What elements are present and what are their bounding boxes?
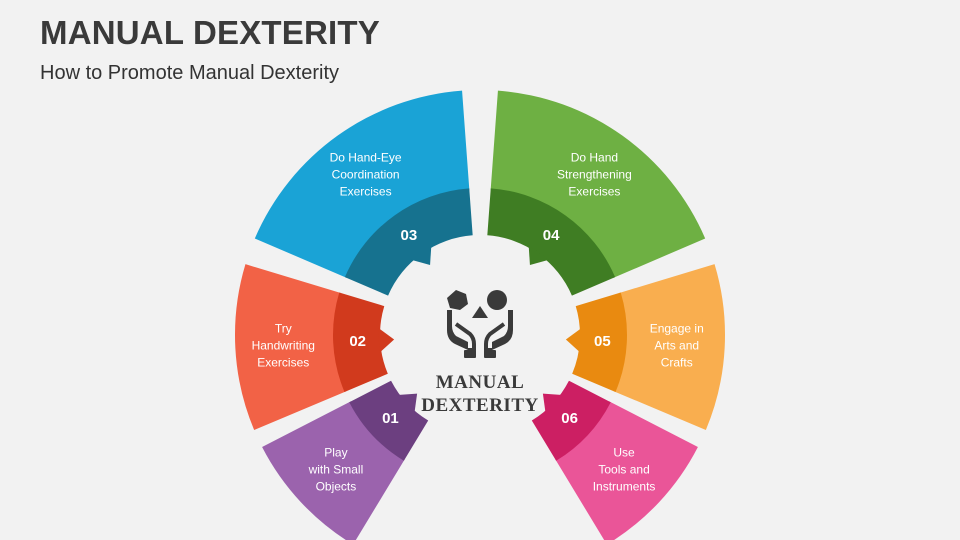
segment-pointer-05 xyxy=(565,327,582,353)
step-label-03-line-2: Coordination xyxy=(332,168,400,182)
step-label-05-line-1: Engage in xyxy=(650,321,704,335)
segment-inner-03 xyxy=(344,188,473,296)
page-subtitle: How to Promote Manual Dexterity xyxy=(40,62,340,84)
center-label-line1: MANUAL xyxy=(436,372,525,393)
step-label-06-line-1: Use xyxy=(613,445,635,459)
step-label-02-line-2: Handwriting xyxy=(252,338,315,352)
step-number-05: 05 xyxy=(594,333,611,350)
center-label-line2: DEXTERITY xyxy=(421,395,538,416)
segment-inner-04 xyxy=(487,188,616,296)
step-label-01-line-3: Objects xyxy=(316,479,357,493)
step-number-03: 03 xyxy=(401,227,418,244)
step-label-03-line-3: Exercises xyxy=(340,185,392,199)
step-label-01-line-1: Play xyxy=(324,445,347,459)
segment-outer-04 xyxy=(490,90,706,278)
segment-outer-05 xyxy=(613,264,725,430)
segment-pointer-03 xyxy=(411,245,432,265)
step-number-01: 01 xyxy=(382,410,399,427)
step-label-05-line-2: Arts and xyxy=(654,338,699,352)
step-label-06-line-2: Tools and xyxy=(598,462,649,476)
segment-outer-01 xyxy=(262,401,405,540)
segment-pointer-01 xyxy=(397,393,418,414)
step-label-04-line-2: Strengthening xyxy=(557,168,632,182)
page-title: MANUAL DEXTERITY xyxy=(40,14,380,51)
segment-outer-03 xyxy=(254,90,470,278)
step-label-02-line-1: Try xyxy=(275,321,292,335)
step-number-06: 06 xyxy=(561,410,578,427)
segment-inner-01 xyxy=(349,380,429,461)
segment-pointer-06 xyxy=(542,393,563,414)
segment-inner-02 xyxy=(333,292,388,392)
segment-inner-05 xyxy=(572,292,627,392)
segment-pointer-02 xyxy=(378,327,395,353)
step-label-01-line-2: with Small xyxy=(308,462,364,476)
step-label-06-line-3: Instruments xyxy=(593,479,656,493)
segment-pointer-04 xyxy=(528,245,549,265)
hands-holding-shapes-icon xyxy=(447,290,513,358)
step-number-04: 04 xyxy=(543,227,560,244)
step-label-04-line-1: Do Hand xyxy=(571,151,618,165)
segment-outer-02 xyxy=(234,264,347,430)
segment-outer-06 xyxy=(555,401,698,540)
segment-inner-06 xyxy=(531,380,611,461)
step-label-05-line-3: Crafts xyxy=(661,355,693,369)
step-label-03-line-1: Do Hand-Eye xyxy=(330,151,402,165)
step-label-02-line-3: Exercises xyxy=(257,355,309,369)
step-label-04-line-3: Exercises xyxy=(568,185,620,199)
step-number-02: 02 xyxy=(349,333,366,350)
